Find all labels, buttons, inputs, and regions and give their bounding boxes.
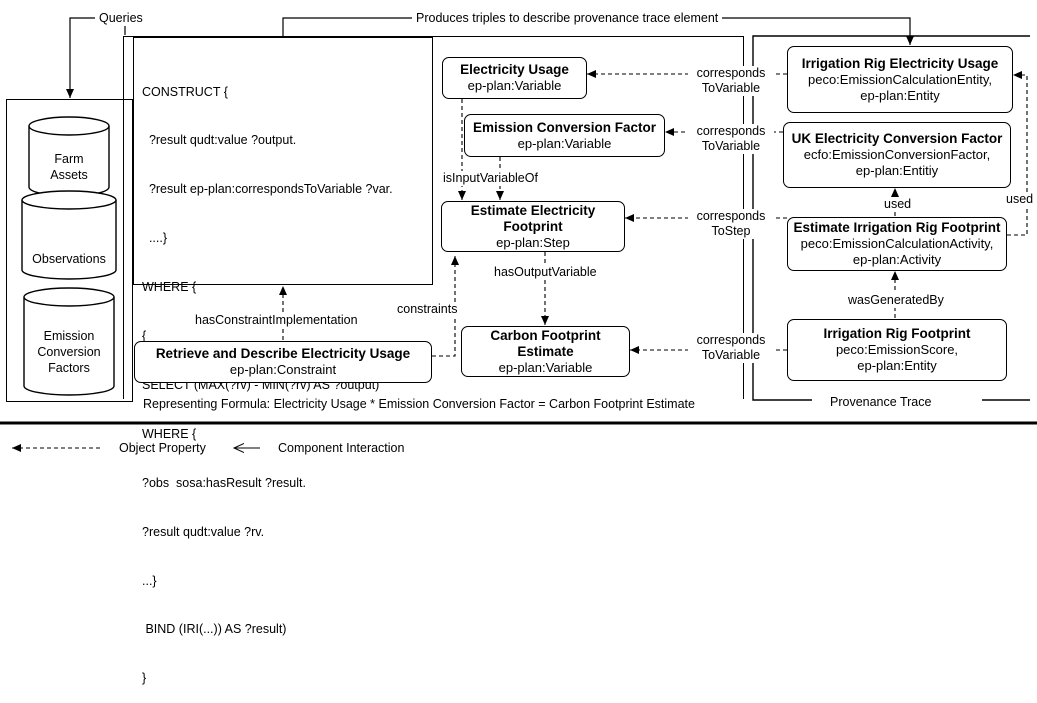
label-corresponds-to-variable-1: corresponds ToVariable xyxy=(688,66,774,96)
label-is-input-variable-of: isInputVariableOf xyxy=(441,171,540,186)
emission-factors-label: Emission Conversion Factors xyxy=(37,329,101,375)
queries-label: Queries xyxy=(95,11,147,26)
node-carbon-footprint-estimate: Carbon Footprint Estimate ep-plan:Variab… xyxy=(461,326,630,377)
node-irrigation-rig-footprint: Irrigation Rig Footprint peco:EmissionSc… xyxy=(787,319,1007,381)
observations-label: Observations xyxy=(32,252,106,266)
node-uk-electricity-conversion-factor: UK Electricity Conversion Factor ecfo:Em… xyxy=(783,122,1011,188)
node-estimate-irrigation-rig-footprint: Estimate Irrigation Rig Footprint peco:E… xyxy=(787,217,1007,271)
edge-used-usage xyxy=(1007,71,1028,236)
knowledge-base-frame xyxy=(6,99,133,402)
queries-connector xyxy=(66,17,126,98)
legend-object-property-label: Object Property xyxy=(119,441,206,455)
label-used-usage: used xyxy=(1004,192,1036,207)
node-emission-conversion-factor: Emission Conversion Factor ep-plan:Varia… xyxy=(464,114,665,157)
database-emission-factors xyxy=(23,287,115,396)
label-used-factor: used xyxy=(882,197,914,212)
node-constraint: Retrieve and Describe Electricity Usage … xyxy=(134,341,432,383)
query-box xyxy=(133,37,433,285)
label-has-output-variable: hasOutputVariable xyxy=(492,265,599,280)
label-corresponds-to-step: corresponds ToStep xyxy=(688,209,774,239)
legend-component-interaction-label: Component Interaction xyxy=(278,441,405,455)
label-has-constraint-implementation: hasConstraintImplementation xyxy=(193,313,360,328)
label-constraints: constraints xyxy=(395,302,460,317)
edge-constraints xyxy=(432,256,459,357)
produces-label: Produces triples to describe provenance … xyxy=(412,11,723,26)
formula-caption: Representing Formula: Electricity Usage … xyxy=(143,397,695,412)
database-observations xyxy=(21,190,117,280)
node-electricity-usage: Electricity Usage ep-plan:Variable xyxy=(442,57,587,99)
farm-assets-label: Farm Assets xyxy=(50,152,88,182)
label-corresponds-to-variable-3: corresponds ToVariable xyxy=(688,333,774,363)
node-estimate-electricity-footprint: Estimate Electricity Footprint ep-plan:S… xyxy=(441,201,625,252)
database-farm-assets xyxy=(28,116,110,197)
diagram-canvas xyxy=(0,17,1037,458)
label-was-generated-by: wasGeneratedBy xyxy=(846,293,946,308)
provenance-trace-label: Provenance Trace xyxy=(826,395,936,410)
node-irrigation-rig-electricity-usage: Irrigation Rig Electricity Usage peco:Em… xyxy=(787,46,1013,113)
label-corresponds-to-variable-2: corresponds ToVariable xyxy=(688,124,774,154)
